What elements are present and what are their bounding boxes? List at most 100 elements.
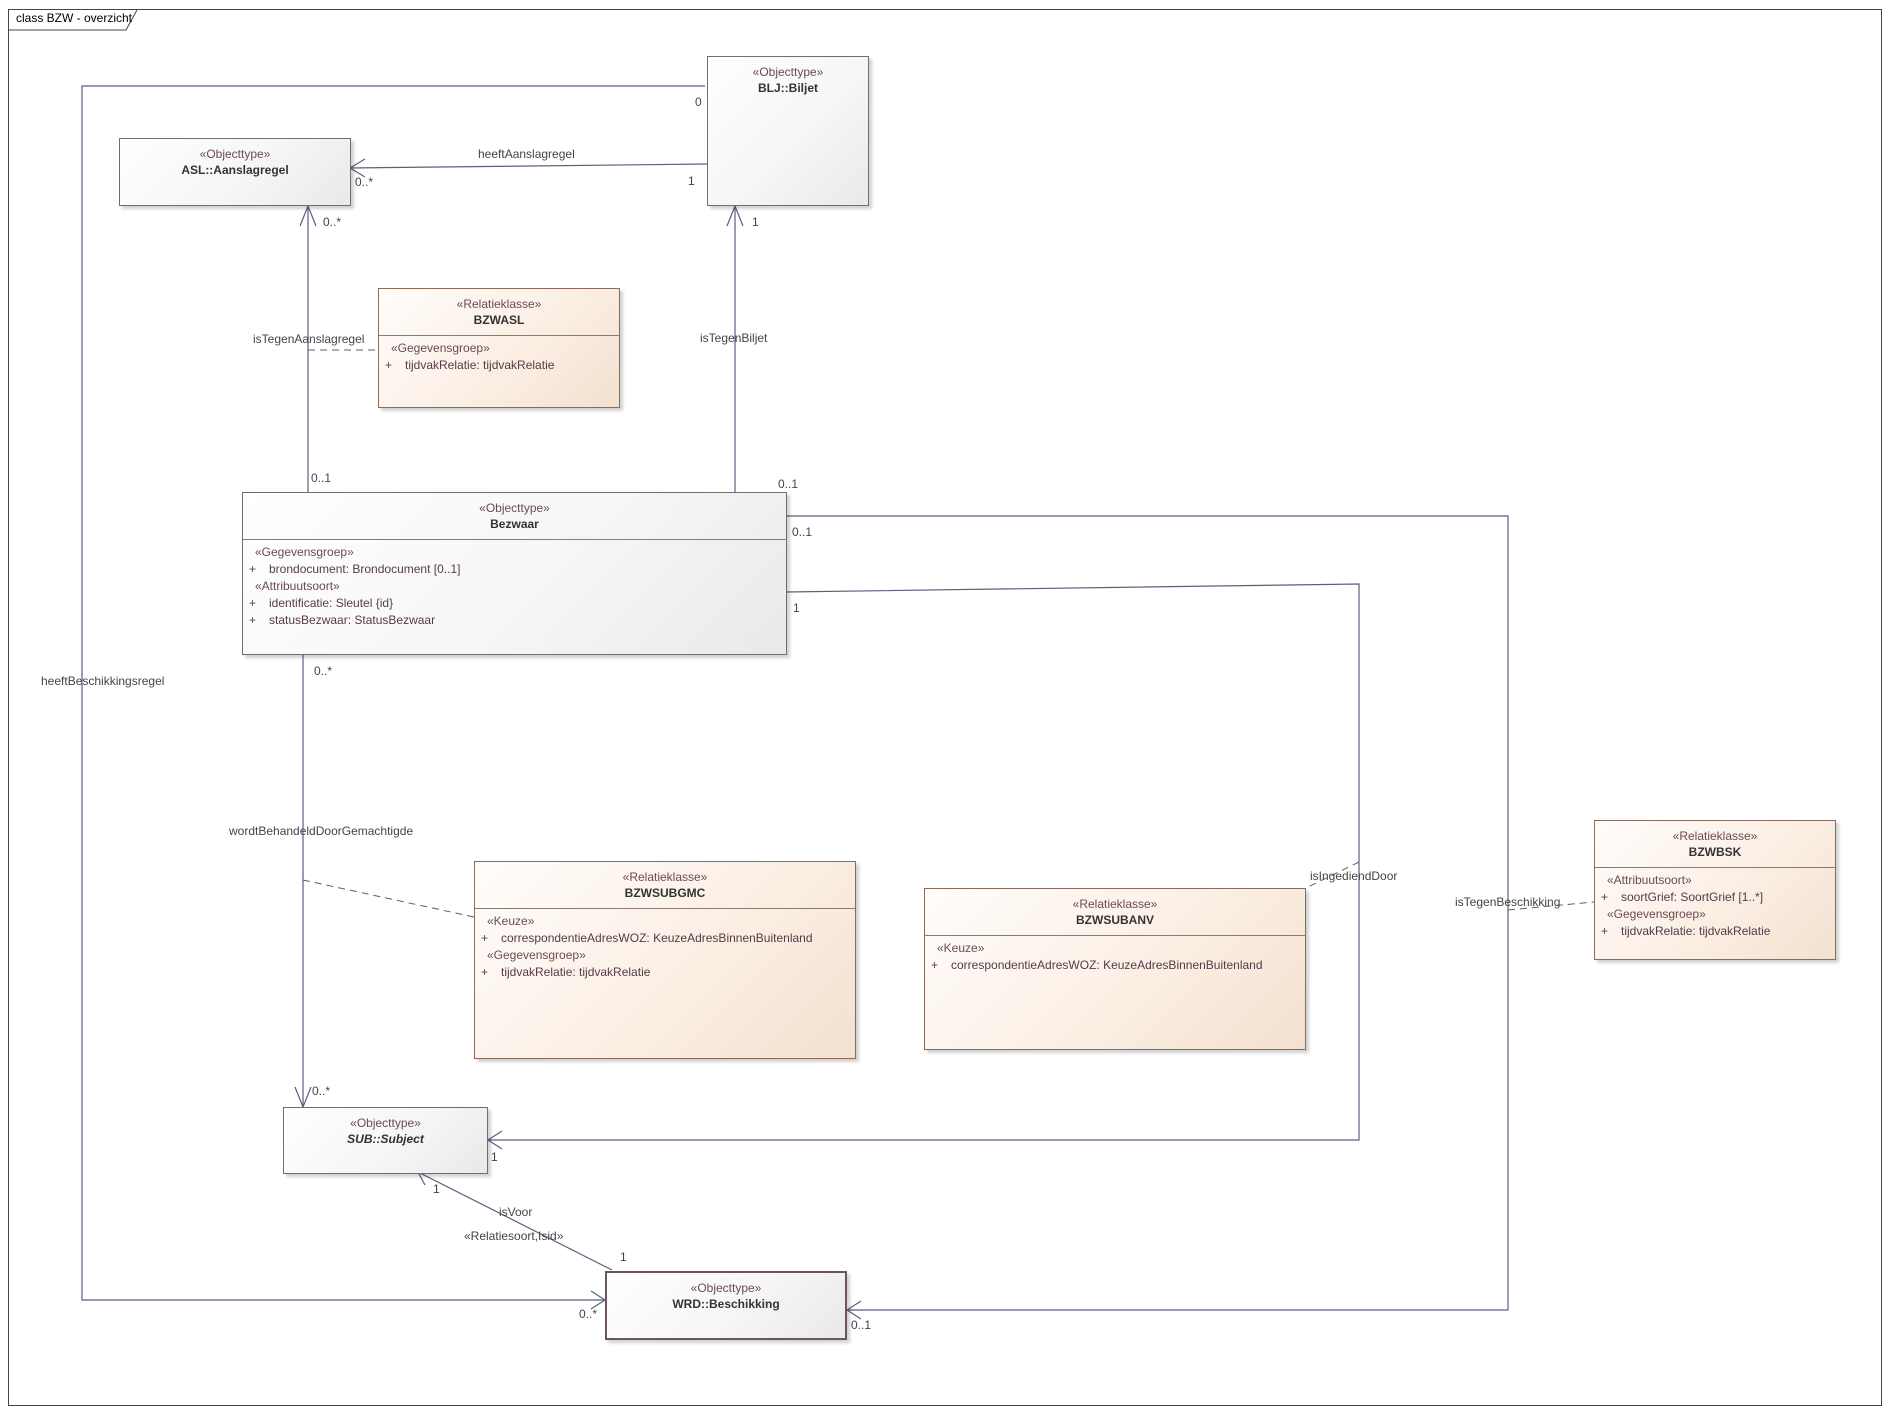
- multiplicity-label: 0..1: [792, 525, 813, 539]
- arrow-biljet-bottom: [726, 204, 744, 227]
- assoc-label-heeftAanslagregel: heeftAanslagregel: [478, 147, 575, 161]
- multiplicity-label: 0..1: [851, 1318, 872, 1332]
- attribute-text: brondocument: Brondocument [0..1]: [269, 562, 461, 576]
- multiplicity-label: 0..*: [323, 215, 342, 229]
- assoc-label-isTegenAanslagregel: isTegenAanslagregel: [253, 332, 365, 346]
- class-subject[interactable]: «Objecttype» SUB::Subject: [283, 1107, 488, 1174]
- multiplicity-label: 0..*: [355, 175, 374, 189]
- multiplicity-label: 1: [620, 1250, 627, 1264]
- assoc-label-isIngediendDoor: isIngediendDoor: [1310, 869, 1398, 883]
- class-biljet[interactable]: «Objecttype» BLJ::Biljet: [707, 56, 869, 206]
- visibility-marker: +: [249, 562, 257, 576]
- attribute-text: identificatie: Sleutel {id}: [269, 596, 394, 610]
- attribute-row: + correspondentieAdresWOZ: KeuzeAdresBinn…: [931, 957, 1299, 974]
- stereotype-label: «Objecttype»: [350, 1116, 421, 1130]
- multiplicity-label: 0..1: [311, 471, 332, 485]
- assoc-label-isVoor: isVoor: [499, 1205, 533, 1219]
- stereotype-label: «Objecttype»: [479, 501, 550, 515]
- stereotype-label: «Objecttype»: [199, 147, 271, 161]
- attribute-row: + correspondentieAdresWOZ: KeuzeAdresBinn…: [481, 930, 849, 947]
- class-bezwaar[interactable]: «Objecttype» Bezwaar «Gegevensgroep» + br…: [242, 492, 787, 655]
- stereotype-label: «Relatieklasse»: [1672, 829, 1758, 843]
- class-bzwsubgmc[interactable]: «Relatieklasse» BZWSUBGMC «Keuze» +corre…: [474, 861, 856, 1059]
- stereotype-label: «Relatieklasse»: [456, 297, 542, 311]
- dash-bzwsubanv: [1305, 861, 1360, 889]
- stereotype-label: «Relatieklasse»: [622, 870, 708, 884]
- edge-heeftBeschikkingsregel: [81, 85, 705, 1301]
- class-name: BZWSUBGMC: [624, 886, 706, 900]
- compartment-divider: [243, 539, 786, 540]
- compartment-divider: [925, 935, 1305, 936]
- attribute-row: + tijdvakRelatie: tijdvakRelatie: [1601, 923, 1829, 940]
- multiplicity-label: 0..1: [778, 477, 799, 491]
- multiplicity-label: 1: [793, 601, 800, 615]
- assoc-stereotype-isVoor: «Relatiesoort,Isid»: [464, 1229, 564, 1243]
- arrow-aanslagregel-bottom: [299, 204, 317, 227]
- multiplicity-label: 0: [695, 95, 702, 109]
- attribute-text: tijdvakRelatie: tijdvakRelatie: [501, 965, 651, 979]
- group-label: «Gegevensgroep»: [391, 341, 490, 355]
- attribute-text: soortGrief: SoortGrief [1..*]: [1621, 890, 1764, 904]
- class-name: BZWSUBANV: [1076, 913, 1154, 927]
- class-name: Bezwaar: [490, 517, 539, 531]
- frame-tab: [8, 9, 138, 31]
- arrow-beschikking-right: [845, 1300, 862, 1320]
- attribute-row: + soortGrief: SoortGrief [1..*]: [1601, 889, 1829, 906]
- visibility-marker: +: [1601, 890, 1609, 904]
- stereotype-label: «Relatieklasse»: [1072, 897, 1158, 911]
- class-beschikking[interactable]: «Objecttype» WRD::Beschikking: [605, 1271, 847, 1340]
- stereotype-label: «Objecttype»: [690, 1281, 762, 1295]
- edge-isTegenBeschikking: [786, 515, 1509, 1311]
- multiplicity-label: 1: [433, 1182, 440, 1196]
- class-bzwsubanv[interactable]: «Relatieklasse» BZWSUBANV «Keuze» + corre…: [924, 888, 1306, 1050]
- attribute-text: correspondentieAdresWOZ: KeuzeAdresBinne…: [951, 958, 1263, 972]
- attribute-row: + tijdvakRelatie: tijdvakRelatie: [385, 357, 613, 374]
- attribute-text: tijdvakRelatie: tijdvakRelatie: [405, 358, 555, 372]
- class-name: ASL::Aanslagregel: [181, 163, 289, 177]
- group-label: «Attribuutsoort»: [1607, 873, 1692, 887]
- class-aanslagregel[interactable]: «Objecttype» ASL::Aanslagregel: [119, 138, 351, 206]
- assoc-label-isTegenBiljet: isTegenBiljet: [700, 331, 768, 345]
- visibility-marker: +: [931, 958, 939, 972]
- compartment-divider: [475, 908, 855, 909]
- attribute-row: + brondocument: Brondocument [0..1]: [249, 561, 780, 578]
- visibility-marker: +: [1601, 924, 1609, 938]
- group-label: «Gegevensgroep»: [255, 545, 354, 559]
- attribute-text: correspondentieAdresWOZ: KeuzeAdresBinne…: [501, 931, 813, 945]
- class-name: WRD::Beschikking: [672, 1297, 780, 1311]
- arrow-subject-right: [486, 1130, 503, 1150]
- edge-heeftAanslagregel: [349, 163, 708, 169]
- group-label: «Keuze»: [937, 941, 985, 955]
- multiplicity-label: 0..*: [314, 664, 333, 678]
- assoc-label-heeftBeschikkingsregel: heeftBeschikkingsregel: [41, 674, 165, 688]
- compartment-divider: [379, 335, 619, 336]
- class-bzwbsk[interactable]: «Relatieklasse» BZWBSK «Attribuutsoort» …: [1594, 820, 1836, 960]
- group-label: «Gegevensgroep»: [1607, 907, 1706, 921]
- compartment-divider: [1595, 867, 1835, 868]
- class-name: BZWBSK: [1688, 845, 1742, 859]
- stereotype-label: «Objecttype»: [752, 65, 824, 79]
- visibility-marker: +: [481, 965, 489, 979]
- dash-bzwsubgmc: [302, 879, 475, 918]
- visibility-marker: +: [249, 613, 257, 627]
- attribute-row: + statusBezwaar: StatusBezwaar: [249, 612, 780, 629]
- multiplicity-label: 1: [752, 215, 759, 229]
- attribute-text: tijdvakRelatie: tijdvakRelatie: [1621, 924, 1771, 938]
- multiplicity-label: 0..*: [579, 1307, 598, 1321]
- assoc-label-wordtBehandeldDoorGemachtigde: wordtBehandeldDoorGemachtigde: [229, 824, 414, 838]
- multiplicity-label: 1: [688, 174, 695, 188]
- attribute-text: statusBezwaar: StatusBezwaar: [269, 613, 436, 627]
- class-name: BZWASL: [473, 313, 525, 327]
- visibility-marker: +: [385, 358, 393, 372]
- visibility-marker: +: [481, 931, 489, 945]
- edge-isVoor: [417, 1171, 613, 1271]
- group-label: «Gegevensgroep»: [487, 948, 586, 962]
- attribute-row: +identificatie: Sleutel {id}: [249, 595, 780, 612]
- class-bzwasl[interactable]: «Relatieklasse» BZWASL «Gegevensgroep» +…: [378, 288, 620, 408]
- multiplicity-label: 0..*: [312, 1084, 331, 1098]
- class-name: SUB::Subject: [347, 1132, 424, 1146]
- attribute-row: + tijdvakRelatie: tijdvakRelatie: [481, 964, 849, 981]
- multiplicity-label: 1: [491, 1150, 498, 1164]
- diagram-frame: [8, 9, 1882, 1406]
